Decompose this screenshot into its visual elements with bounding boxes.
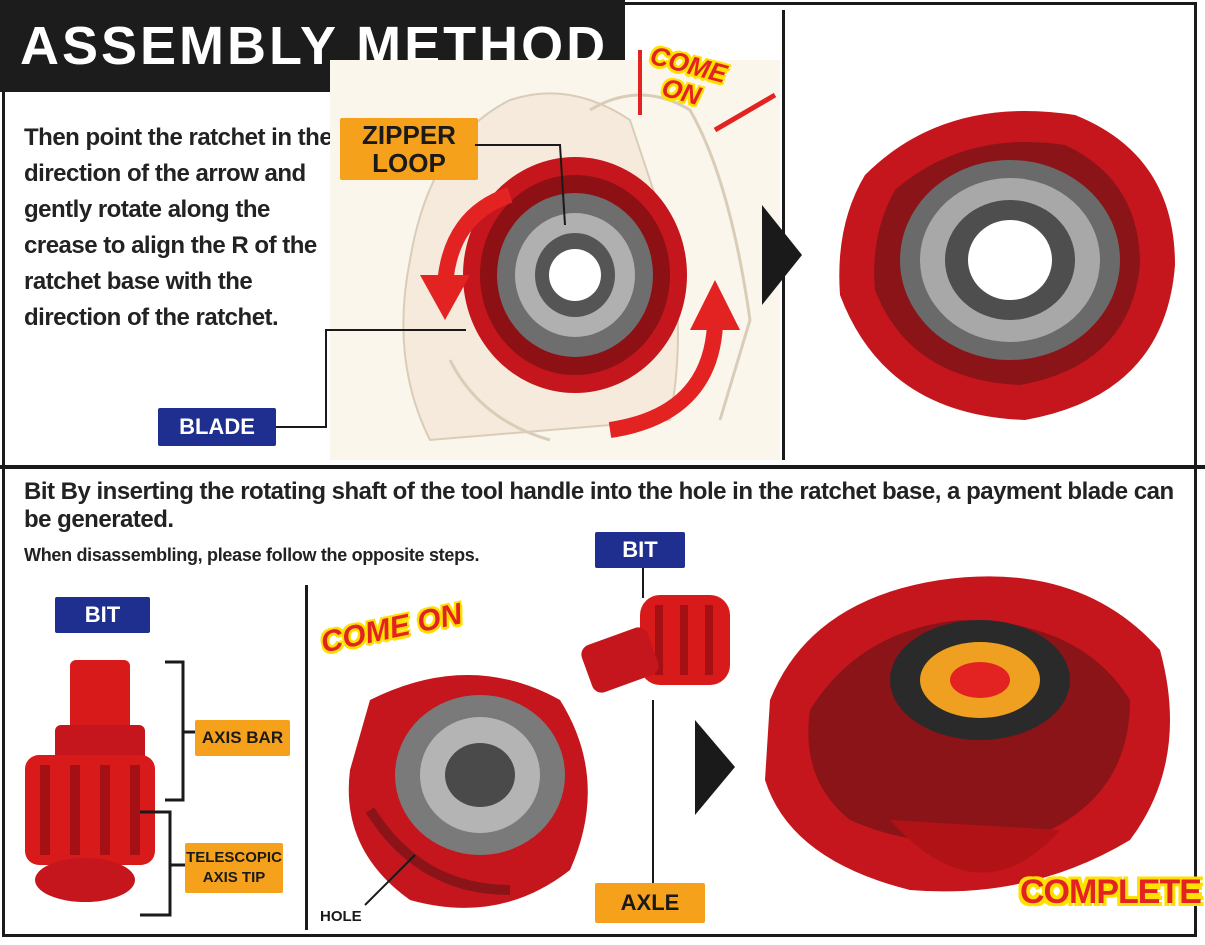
bit-leader-line: [642, 568, 644, 598]
tip-bracket: [140, 810, 185, 917]
telescopic-line-1: TELESCOPIC: [186, 849, 282, 866]
bit-tag-left: BIT: [55, 597, 150, 633]
zipper-loop-leader-line: [475, 144, 566, 226]
telescopic-axis-tip-tag: TELESCOPIC AXIS TIP: [185, 843, 283, 893]
rotate-arrow-left-icon: [420, 187, 513, 320]
axle-tag: AXLE: [595, 883, 705, 923]
bit-tag-right: BIT: [595, 532, 685, 568]
bit-part-image: [25, 660, 155, 902]
axis-bar-tag: AXIS BAR: [195, 720, 290, 756]
step2-note: When disassembling, please follow the op…: [24, 545, 480, 565]
assembled-ratchet-image: [839, 111, 1175, 420]
divider-bottom-left: [305, 585, 308, 930]
step1-instruction: Then point the ratchet in the direction …: [24, 124, 333, 331]
section-divider: [0, 465, 1205, 469]
step2-instruction: Bit By inserting the rotating shaft of t…: [24, 478, 1174, 533]
rotate-arrow-right-icon: [608, 280, 740, 438]
complete-top-image: [765, 576, 1170, 892]
callout-burst-lines: [638, 50, 777, 133]
hole-label: HOLE: [320, 908, 362, 925]
telescopic-line-2: AXIS TIP: [202, 869, 266, 886]
blade-tag: BLADE: [158, 408, 276, 446]
bit-part-right-image: [581, 595, 730, 693]
axle-leader-line: [652, 700, 654, 885]
ratchet-base-image: [348, 675, 588, 908]
zipper-loop-line-2: LOOP: [372, 148, 446, 178]
zipper-loop-line-1: ZIPPER: [362, 120, 456, 150]
next-arrow-icon-top: [762, 205, 802, 305]
hole-leader-line: [364, 854, 416, 906]
next-arrow-icon-bottom: [695, 720, 735, 815]
complete-label: COMPLETE: [1020, 873, 1202, 911]
blade-leader-line: [276, 329, 466, 428]
ratchet-in-hand-image: [463, 157, 687, 393]
axis-bar-bracket: [165, 660, 195, 802]
zipper-loop-tag: ZIPPER LOOP: [340, 118, 478, 180]
